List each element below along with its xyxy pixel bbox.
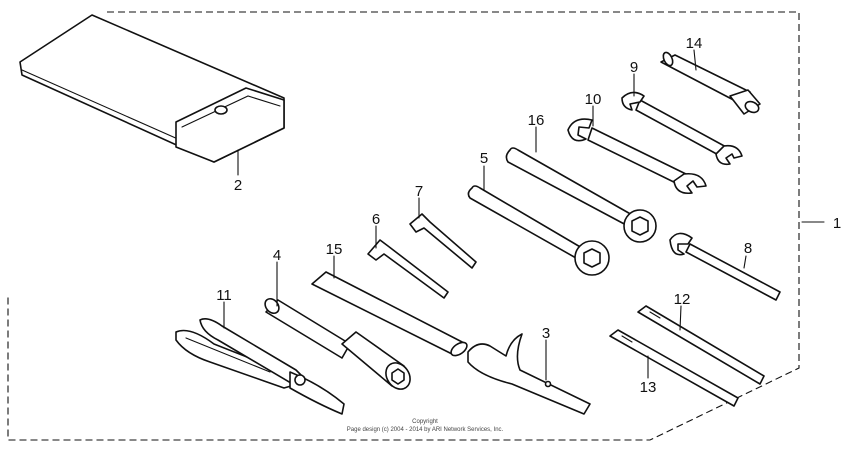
pin-spanner[interactable] — [467, 333, 591, 415]
frame-border — [7, 11, 800, 441]
callout-16: 16 — [528, 112, 545, 129]
hex-key-large[interactable] — [367, 239, 449, 299]
callout-1: 1 — [833, 215, 841, 232]
screwdriver-flat[interactable] — [637, 305, 765, 385]
copyright-line-1: Copyright — [412, 419, 438, 425]
leader-lines — [223, 49, 825, 381]
callout-7: 7 — [415, 183, 423, 200]
callout-2: 2 — [234, 177, 242, 194]
callout-8: 8 — [744, 240, 752, 257]
callout-14: 14 — [686, 35, 703, 52]
tool-bag[interactable] — [19, 14, 285, 163]
callout-12: 12 — [674, 291, 691, 308]
wrench-single-end[interactable] — [669, 232, 781, 301]
copyright-line-2: Page design (c) 2004 - 2014 by ARI Netwo… — [347, 427, 504, 433]
callout-11: 11 — [216, 287, 232, 304]
callout-9: 9 — [630, 59, 638, 76]
callout-6: 6 — [372, 211, 380, 228]
screwdriver-phillips[interactable] — [609, 329, 739, 407]
wrench-small[interactable] — [621, 91, 743, 166]
callout-4: 4 — [273, 247, 281, 264]
wrench-medium[interactable] — [567, 118, 707, 195]
box-wrench[interactable] — [467, 185, 610, 276]
callout-10: 10 — [585, 91, 602, 108]
copyright-notice: Copyright Page design (c) 2004 - 2014 by… — [347, 419, 504, 433]
callout-13: 13 — [640, 379, 657, 396]
pliers[interactable] — [175, 318, 345, 415]
spark-plug-wrench[interactable] — [262, 296, 415, 394]
handle-bar[interactable] — [311, 271, 469, 358]
callout-numbers: 1 2 3 4 5 6 7 8 9 10 11 12 13 14 15 16 — [216, 35, 841, 396]
callout-15: 15 — [326, 241, 343, 258]
callout-5: 5 — [480, 150, 488, 167]
hex-key-small[interactable] — [409, 213, 477, 269]
callout-3: 3 — [542, 325, 550, 342]
extension-bar[interactable] — [660, 51, 761, 115]
box-wrench-large[interactable] — [505, 147, 657, 243]
